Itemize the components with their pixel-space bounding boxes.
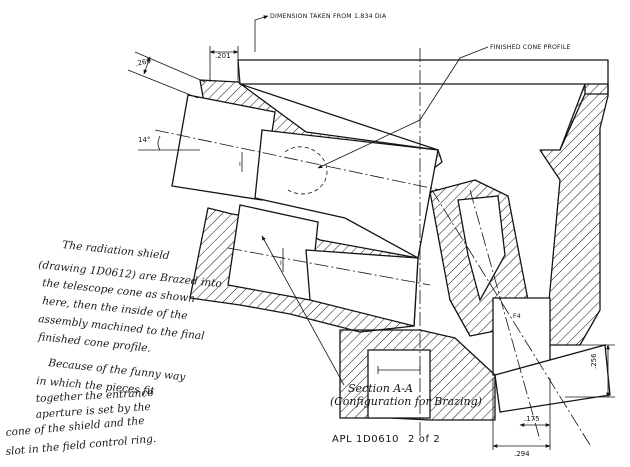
dim-256: .256 [590,353,598,369]
bottom-right-ring [494,344,611,413]
note-line: The radiation shield [62,239,171,262]
dim-201: .201 [215,52,231,60]
bottom-center-block [367,349,431,419]
note-dimension-source: DIMENSION TAKEN FROM 1.834 DIA [270,13,387,20]
dim-angle-14: 14° [138,136,150,144]
lower-inner-cone [305,249,419,327]
dim-260: .260 [135,57,152,68]
sheet-number: 2 of 2 [408,434,440,445]
lower-shield-mark: I [280,260,282,267]
right-block-mark: F4 [513,313,521,320]
right-inner-slot [457,195,506,302]
upper-inner-box [254,129,439,260]
upper-shield-mark: I [239,161,241,168]
section-title: Section A-A [348,382,413,395]
dim-175: .175 [524,415,540,423]
note-finished-profile: FINISHED CONE PROFILE [490,44,571,51]
handwritten-note: The radiation shield (drawing 1D0612) ar… [5,239,222,458]
drawing-number: APL 1D0610 [332,434,399,445]
section-subtitle: (Configuration for Brazing) [330,395,482,408]
dim-294: .294 [514,450,530,458]
lower-shield-block [227,204,319,301]
